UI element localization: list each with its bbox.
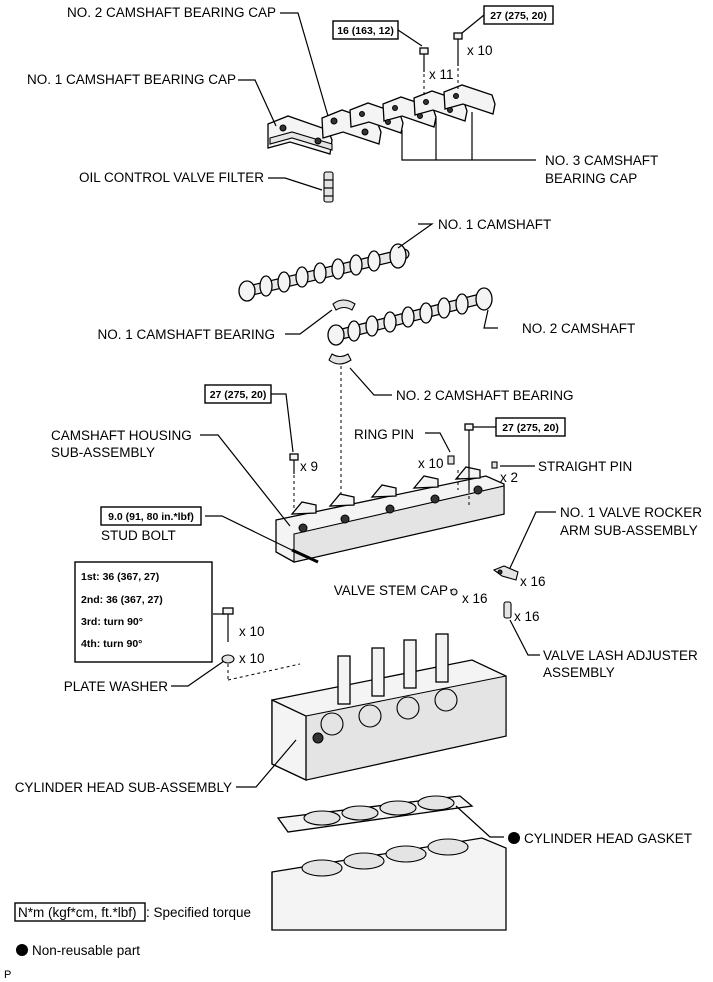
ring-pin-drawing — [447, 455, 455, 465]
legend-torque-box — [14, 902, 146, 922]
legend-non-reusable-text: Non-reusable part — [32, 943, 140, 958]
oil-control-valve-filter-drawing — [323, 171, 334, 203]
label-housing-line2: SUB-ASSEMBLY — [51, 445, 155, 460]
cap-bolt-b-drawing — [453, 32, 463, 92]
head-bolt-step-3: 3rd: turn 90° — [81, 616, 143, 628]
label-no2-bearing-cap: NO. 2 CAMSHAFT BEARING CAP — [67, 5, 276, 20]
qty-head-bolt: x 10 — [239, 624, 265, 639]
torque-stud-bolt-text: 9.0 (91, 80 in.*lbf) — [108, 511, 194, 523]
cylinder-head-drawing — [271, 633, 507, 782]
label-no2-cam-bearing: NO. 2 CAMSHAFT BEARING — [396, 388, 574, 403]
label-plate-washer: PLATE WASHER — [64, 679, 169, 694]
lash-adjuster-drawing — [503, 601, 512, 619]
label-no3-bearing-cap-line1: NO. 3 CAMSHAFT — [545, 153, 658, 168]
no3-camshaft-bearing-cap-drawings — [349, 84, 496, 134]
torque-cap-bolt-a-text: 16 (163, 12) — [337, 25, 394, 37]
qty-straight-pin: x 2 — [500, 470, 518, 485]
label-housing-line1: CAMSHAFT HOUSING — [51, 428, 192, 443]
torque-housing-bolt-a-text: 27 (275, 20) — [210, 389, 267, 401]
no2-camshaft-bearing-drawing — [328, 353, 352, 494]
qty-valve-stem-cap: x 16 — [462, 591, 488, 606]
qty-cap-bolt-a: x 11 — [429, 67, 454, 82]
straight-pin-drawing — [491, 461, 498, 469]
label-valve-stem-cap: VALVE STEM CAP — [334, 583, 448, 598]
leader-lines — [171, 12, 556, 838]
qty-ring-pin: x 10 — [418, 456, 444, 471]
label-no1-bearing-cap: NO. 1 CAMSHAFT BEARING CAP — [27, 72, 236, 87]
legend-torque-unit: N*m (kgf*cm, ft.*lbf) — [18, 905, 137, 920]
legend-torque-desc: : Specified torque — [146, 905, 251, 920]
label-ring-pin: RING PIN — [354, 427, 414, 442]
camshaft-housing-drawing — [275, 466, 505, 563]
label-ocv-filter: OIL CONTROL VALVE FILTER — [79, 170, 264, 185]
no1-camshaft-bearing-drawing — [332, 299, 356, 311]
label-straight-pin: STRAIGHT PIN — [538, 459, 632, 474]
non-reusable-mark-gasket — [508, 832, 520, 844]
label-rocker-line2: ARM SUB-ASSEMBLY — [560, 523, 698, 538]
no2-camshaft-drawing — [327, 287, 493, 346]
housing-bolt-a-drawing — [289, 453, 299, 474]
no1-camshaft-bearing-cap-drawing — [267, 115, 333, 155]
no1-camshaft-drawing — [238, 243, 410, 302]
label-no2-camshaft: NO. 2 CAMSHAFT — [522, 321, 635, 336]
valve-stem-cap-drawing — [450, 588, 458, 596]
head-bolt-step-1: 1st: 36 (367, 27) — [81, 571, 159, 583]
qty-rocker: x 16 — [520, 574, 546, 589]
label-rocker-line1: NO. 1 VALVE ROCKER — [560, 505, 702, 520]
qty-cap-bolt-b: x 10 — [467, 43, 493, 58]
head-bolt-drawing — [222, 607, 234, 642]
qty-plate-washer: x 10 — [239, 651, 265, 666]
cap-bolt-a-drawing — [419, 47, 429, 98]
label-no3-bearing-cap-line2: BEARING CAP — [545, 171, 637, 186]
torque-box-stud-bolt — [100, 506, 202, 526]
qty-lash-adjuster: x 16 — [514, 609, 540, 624]
engine-block-drawing — [271, 837, 507, 931]
torque-housing-bolt-b-text: 27 (275, 20) — [502, 422, 559, 434]
corner-code: P — [4, 969, 11, 981]
cylinder-head-gasket-drawing — [276, 795, 474, 833]
legend-non-reusable-icon — [16, 944, 28, 956]
plate-washer-drawing — [221, 654, 301, 681]
head-bolt-step-4: 4th: turn 90° — [81, 638, 142, 650]
label-stud-bolt: STUD BOLT — [101, 528, 176, 543]
torque-box-head-bolt — [74, 561, 213, 663]
label-lash-line1: VALVE LASH ADJUSTER — [543, 648, 698, 663]
label-no1-camshaft: NO. 1 CAMSHAFT — [438, 217, 551, 232]
qty-housing-bolt-a: x 9 — [300, 459, 318, 474]
label-lash-line2: ASSEMBLY — [543, 665, 615, 680]
label-no1-cam-bearing: NO. 1 CAMSHAFT BEARING — [97, 327, 275, 342]
label-cylinder-head: CYLINDER HEAD SUB-ASSEMBLY — [15, 780, 232, 795]
label-gasket: CYLINDER HEAD GASKET — [524, 831, 692, 846]
torque-cap-bolt-b-text: 27 (275, 20) — [490, 10, 547, 22]
head-bolt-step-2: 2nd: 36 (367, 27) — [81, 594, 163, 606]
rocker-arm-drawing — [492, 565, 519, 581]
